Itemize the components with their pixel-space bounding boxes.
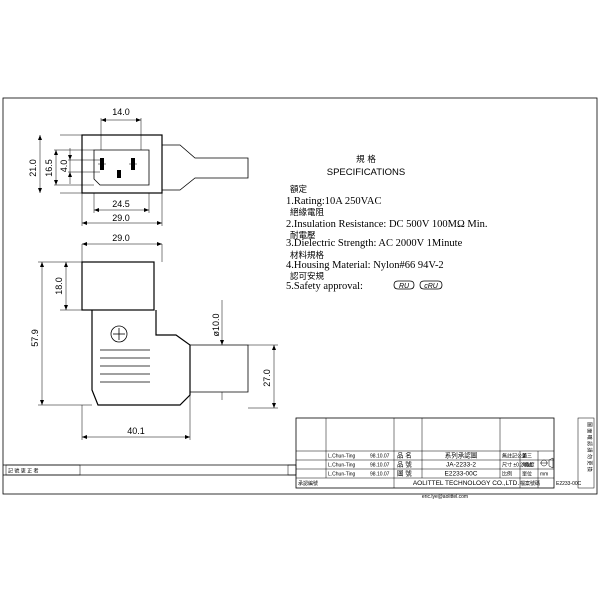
unit-label: 單位 <box>522 471 532 478</box>
spec-title-en: SPECIFICATIONS <box>327 167 405 178</box>
drawing-frame <box>2 97 598 495</box>
confirm-label: 圖 面 確 認 請 勿 更 換 <box>586 422 593 472</box>
dim-side-width: 29.0 <box>112 233 130 243</box>
drawing-label: 圖 號 <box>397 469 412 478</box>
dim-h-small: 4.0 <box>59 160 69 173</box>
revision-header: 記 號 更 正 者 <box>8 468 39 475</box>
part-label: 品 號 <box>397 460 412 469</box>
name-value: 系列承認圖 <box>445 451 478 460</box>
svg-text:cRU: cRU <box>424 283 439 290</box>
side-head <box>81 261 155 311</box>
spec-material: 4.Housing Material: Nylon#66 94V-2 <box>286 260 444 271</box>
dim-w-inner: 24.5 <box>112 199 130 209</box>
socket-outline <box>93 149 150 186</box>
dim-h-mid: 16.5 <box>44 159 54 177</box>
approved-date: 98.10.07 <box>370 472 390 478</box>
tolerance-note: 尺寸 ±0.2 角度 <box>502 462 534 469</box>
company-name: AOLITTEL TECHNOLOGY CO.,LTD. <box>413 480 520 487</box>
title-block: 記 號 更 正 者 L.Chun-Ting 98.10.07 L.Chun-Ti… <box>5 417 595 500</box>
cable-side <box>190 344 249 393</box>
dim-side-total: 57.9 <box>30 329 40 347</box>
ul-mark-icon: RU <box>393 280 415 290</box>
spec-insulation-cn: 絕緣電阻 <box>290 207 325 218</box>
scale-label: 比例 <box>502 471 512 478</box>
spec-safety: 5.Safety approval: <box>286 281 363 292</box>
svg-text:RU: RU <box>399 283 410 290</box>
spec-title-cn: 規 格 <box>356 154 376 165</box>
checked-date: 98.10.07 <box>370 463 390 469</box>
cable-front <box>162 144 249 191</box>
spec-dielectric: 3.Dielectric Strength: AC 2000V 1Minute <box>286 238 463 249</box>
dim-cable-len: 27.0 <box>262 369 272 387</box>
specifications: 規 格 SPECIFICATIONS 額定 1.Rating:10A 250VA… <box>286 154 488 292</box>
drawn-date: 98.10.07 <box>370 454 390 460</box>
tolerance-label: 無註記公差 <box>502 453 527 460</box>
side-view: 29.0 18.0 57.9 ø10.0 <box>30 233 278 440</box>
pin-earth <box>117 170 121 178</box>
code-label: 檔案號碼 <box>520 480 540 487</box>
approved-by: L.Chun-Ting <box>328 472 356 478</box>
unit-value: mm <box>540 472 548 478</box>
company-email: eric.lye@aolittel.com <box>422 494 468 500</box>
third-angle-projection-icon <box>540 457 554 469</box>
side-body <box>91 310 191 406</box>
angle-label: 第三 <box>522 453 532 460</box>
dim-side-top: 18.0 <box>54 277 64 295</box>
dim-side-depth: 40.1 <box>127 426 145 436</box>
screw-icon <box>110 325 128 343</box>
angle-label-2: 角法 <box>522 462 532 469</box>
dim-top-width: 14.0 <box>112 107 130 117</box>
drawn-by: L.Chun-Ting <box>328 454 356 460</box>
dim-w-outer: 29.0 <box>112 213 130 223</box>
cul-mark-icon: cRU <box>419 280 443 290</box>
spec-rating: 1.Rating:10A 250VAC <box>286 196 381 207</box>
spec-dielectric-cn: 耐電壓 <box>290 230 316 241</box>
dim-cable-dia: ø10.0 <box>211 313 221 336</box>
spec-rating-cn: 額定 <box>290 184 308 195</box>
part-value: JA-2233-2 <box>446 462 476 469</box>
drawing-value: E2233-00C <box>445 471 478 478</box>
spec-material-cn: 材料規格 <box>290 250 325 261</box>
dim-h-total: 21.0 <box>28 159 38 177</box>
checked-by: L.Chun-Ting <box>328 463 356 469</box>
spec-insulation: 2.Insulation Resistance: DC 500V 100MΩ M… <box>286 219 488 230</box>
name-label: 品 名 <box>397 451 412 460</box>
code-value: E2233-00C <box>556 481 582 487</box>
spec-safety-cn: 認可安規 <box>290 271 325 282</box>
front-view: 14.0 21.0 16.5 4.0 <box>28 107 249 226</box>
stamp-label: 承認編號 <box>298 480 318 487</box>
plug-face <box>81 134 163 194</box>
